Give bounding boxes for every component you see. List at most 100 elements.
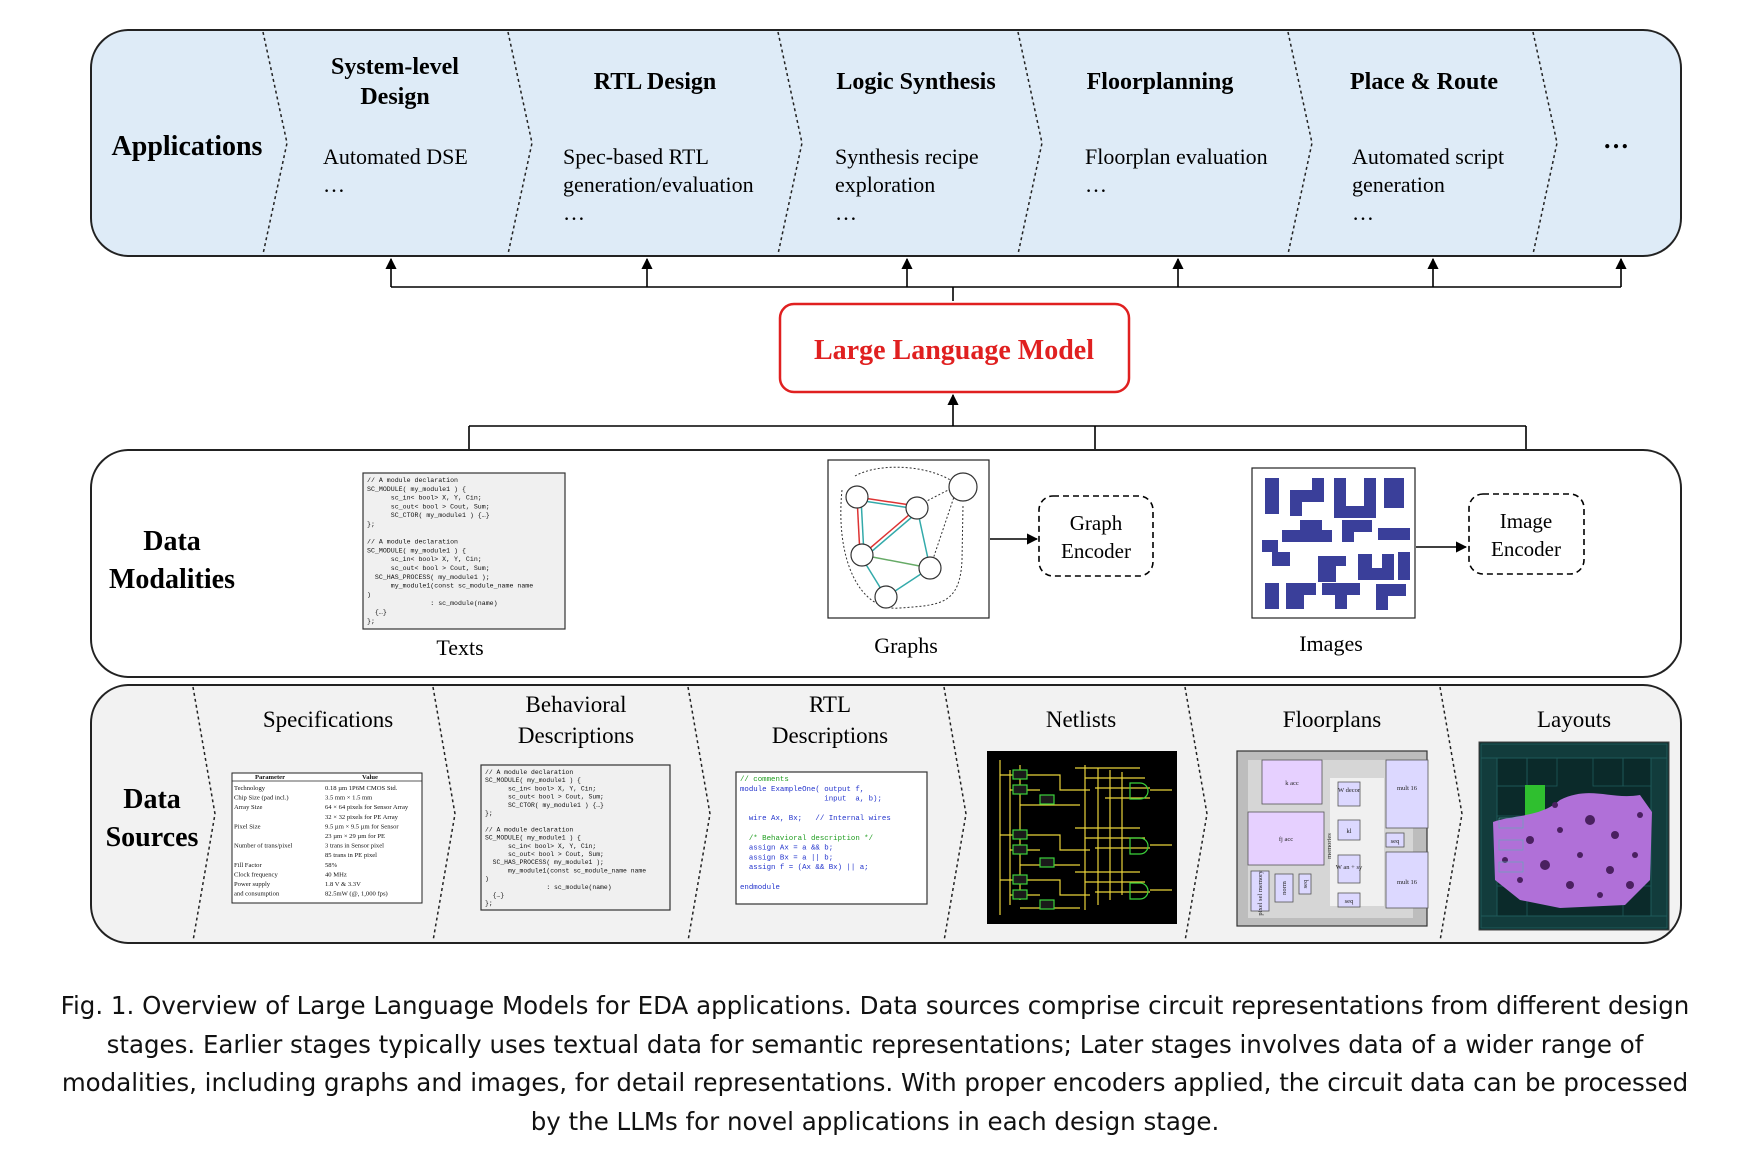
- floorplan-block: seq: [1391, 838, 1400, 845]
- app-stage-desc: Floorplan evaluation: [1085, 144, 1268, 169]
- code-line: {…}: [367, 609, 387, 616]
- app-more-ellipsis: …: [1603, 125, 1629, 154]
- spec-table-cell: 3 trans in Sensor pixel: [325, 843, 384, 850]
- app-stage-title: Place & Route: [1350, 69, 1498, 95]
- app-stage-desc: exploration: [835, 172, 935, 197]
- code-line: : sc_module(name): [367, 600, 498, 607]
- spec-table-cell: 0.18 µm 1P6M CMOS Std.: [325, 785, 398, 792]
- code-line: my_module1(const sc_module_name name: [367, 583, 533, 590]
- image-encoder-label: Encoder: [1491, 537, 1561, 561]
- code-line: SC_HAS_PROCESS( my_module1 );: [485, 859, 604, 866]
- app-stage-desc: …: [1352, 200, 1374, 225]
- source-label-specifications: Specifications: [263, 707, 393, 732]
- spec-table-header: Value: [362, 774, 378, 781]
- floorplan-block: norm: [1281, 881, 1288, 895]
- code-line: sc_out< bool > Cout, Sum;: [485, 794, 604, 801]
- floorplan-block: pixel sel memory: [1257, 870, 1264, 916]
- llm-box-border: [778, 302, 1131, 394]
- spec-table-cell: Number of trans/pixel: [234, 843, 292, 850]
- app-stage-desc: Automated script: [1352, 144, 1504, 169]
- floorplan-block: mult 16: [1397, 785, 1418, 792]
- graph-encoder-label: Graph: [1070, 511, 1123, 535]
- code-line: sc_in< bool> X, Y, Cin;: [367, 495, 482, 502]
- app-stage-title: Floorplanning: [1087, 69, 1234, 95]
- image-thumbnail: [1251, 467, 1416, 619]
- floorplan-block: W decor: [1338, 787, 1361, 794]
- code-line: };: [367, 521, 375, 528]
- floorplan-block: mult 16: [1397, 879, 1418, 886]
- caption-line: stages. Earlier stages typically uses te…: [107, 1030, 1645, 1059]
- code-line: SC_CTOR( my_module1 ) {…}: [485, 802, 604, 809]
- code-line: };: [485, 810, 493, 817]
- spec-table-cell: 40 MHz: [325, 871, 347, 878]
- floorplan-block: fj acc: [1279, 836, 1293, 843]
- source-label-rtl: RTL: [809, 692, 851, 717]
- app-stage-title: Logic Synthesis: [836, 69, 995, 95]
- spec-table-cell: Power supply: [234, 881, 271, 888]
- images-label: Images: [1299, 631, 1363, 656]
- llm-label: Large Language Model: [814, 335, 1094, 366]
- modalities-title: Modalities: [109, 564, 235, 595]
- code-line: SC_MODULE( my_module1 ) {: [367, 547, 466, 554]
- spec-table-cell: 58%: [325, 862, 338, 869]
- code-line: sc_in< bool> X, Y, Cin;: [367, 556, 482, 563]
- applications-panel: Applications System-level Design Automat…: [90, 29, 1682, 257]
- source-label-netlists: Netlists: [1046, 707, 1116, 732]
- floorplan-block: seq: [1345, 898, 1354, 905]
- spec-table-cell: 85 trans in PE pixel: [325, 852, 377, 859]
- code-line: // A module declaration: [367, 539, 458, 546]
- rtl-code-line: wire Ax, Bx; // Internal wires: [740, 815, 891, 823]
- floorplan-block: k acc: [1285, 780, 1299, 787]
- applications-dividers: [262, 31, 1558, 255]
- app-stage-desc: Automated DSE: [323, 144, 468, 169]
- image-encoder-label: Image: [1500, 509, 1552, 533]
- floorplan-thumbnail: k acc fj acc W decor kl mult 16 seq memo…: [1236, 750, 1429, 927]
- code-line: ): [485, 876, 489, 883]
- spec-table-cell: 32 × 32 pixels for PE Array: [325, 814, 399, 821]
- code-line: SC_CTOR( my_module1 ) {…}: [367, 512, 490, 519]
- rtl-code-line: assign Ax = a && b;: [740, 845, 833, 853]
- graph-encoder-box: Graph Encoder: [1038, 495, 1154, 577]
- source-label-layouts: Layouts: [1537, 707, 1611, 732]
- sources-panel: Data Sources Specifications Behavioral D…: [90, 684, 1682, 944]
- graphs-label: Graphs: [874, 633, 938, 658]
- sources-title: Sources: [106, 822, 199, 853]
- caption-line: Fig. 1. Overview of Large Language Model…: [61, 991, 1690, 1020]
- code-line: sc_in< bool> X, Y, Cin;: [485, 843, 596, 850]
- app-stage-desc: …: [835, 200, 857, 225]
- applications-title: Applications: [112, 131, 263, 162]
- floorplan-block: memories: [1326, 833, 1333, 859]
- source-label-rtl: Descriptions: [772, 723, 888, 748]
- app-stage-rtl-design: RTL Design Spec-based RTL generation/eva…: [563, 69, 754, 225]
- spec-table-cell: 9.5 µm × 9.5 µm for Sensor: [325, 823, 399, 830]
- spec-table-header: Parameter: [255, 774, 285, 781]
- spec-table-cell: Technology: [234, 785, 266, 792]
- netlist-thumbnail: [987, 751, 1177, 924]
- spec-table-cell: 64 × 64 pixels for Sensor Array: [325, 804, 409, 811]
- spec-table-cell: 3.5 mm × 1.5 mm: [325, 795, 373, 802]
- app-stage-desc: …: [563, 200, 585, 225]
- code-line: SC_HAS_PROCESS( my_module1 );: [367, 574, 490, 581]
- sources-title: Data: [123, 784, 181, 815]
- app-stage-desc: Spec-based RTL: [563, 144, 709, 169]
- texts-label: Texts: [436, 635, 483, 660]
- floorplan-block: kl: [1346, 828, 1351, 835]
- source-label-behavioral: Behavioral: [526, 692, 627, 717]
- spec-table-cell: Array Size: [234, 804, 262, 811]
- floorplan-block: seq: [1302, 879, 1309, 888]
- code-line: : sc_module(name): [485, 884, 612, 891]
- llm-box: Large Language Model: [778, 302, 1131, 394]
- spec-table-cell: Chip Size (pad incl.): [234, 795, 289, 802]
- code-line: sc_out< bool > Cout, Sum;: [367, 503, 490, 510]
- code-line: // A module declaration: [485, 826, 573, 833]
- app-stage-desc: …: [323, 172, 345, 197]
- app-stage-title: Design: [360, 84, 429, 110]
- caption-line: modalities, including graphs and images,…: [62, 1068, 1688, 1097]
- floorplan-block: W an + sy: [1336, 864, 1363, 871]
- app-stage-floorplanning: Floorplanning Floorplan evaluation …: [1085, 69, 1268, 197]
